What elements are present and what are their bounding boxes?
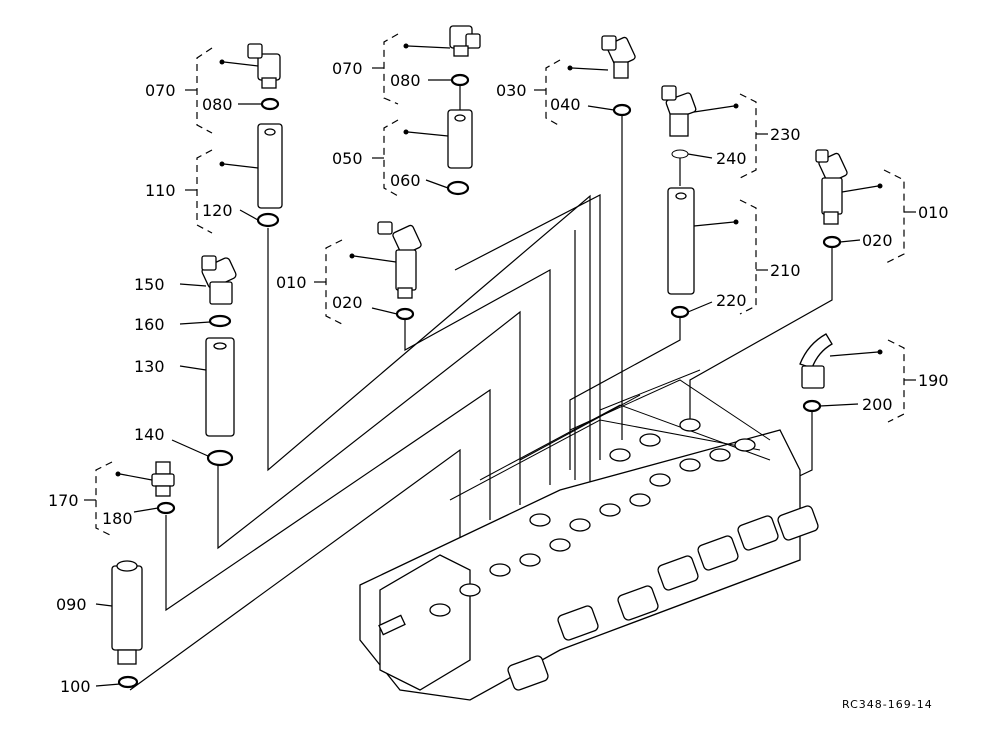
o-ring-040 bbox=[612, 103, 632, 117]
label-070a: 070 bbox=[145, 81, 176, 100]
group-070-050: 070 080 050 060 bbox=[332, 25, 481, 197]
o-ring-080a bbox=[260, 97, 280, 111]
label-010b: 010 bbox=[918, 203, 949, 222]
group-010-center: 010 020 bbox=[276, 221, 422, 325]
group-150-130: 150 160 130 140 bbox=[134, 255, 237, 467]
label-220: 220 bbox=[716, 291, 747, 310]
label-080a: 080 bbox=[202, 95, 233, 114]
label-170: 170 bbox=[48, 491, 79, 510]
elbow-fitting-150 bbox=[179, 255, 237, 305]
o-ring-140 bbox=[206, 449, 234, 467]
o-ring-120 bbox=[256, 212, 280, 228]
label-160: 160 bbox=[134, 315, 165, 334]
label-120: 120 bbox=[202, 201, 233, 220]
adapter-170 bbox=[115, 461, 175, 497]
elbow-fitting-070b bbox=[403, 25, 481, 57]
label-080b: 080 bbox=[390, 71, 421, 90]
label-240: 240 bbox=[716, 149, 747, 168]
connection-lines bbox=[129, 116, 833, 691]
o-ring-100 bbox=[117, 675, 139, 689]
group-010-right: 010 020 bbox=[815, 149, 949, 265]
group-170: 170 180 bbox=[48, 461, 176, 537]
label-070b: 070 bbox=[332, 59, 363, 78]
adapter-210 bbox=[667, 187, 739, 295]
group-190: 190 200 bbox=[799, 333, 949, 423]
elbow-fitting-030 bbox=[567, 35, 636, 79]
group-090: 090 100 bbox=[56, 560, 143, 696]
label-040: 040 bbox=[550, 95, 581, 114]
label-230: 230 bbox=[770, 125, 801, 144]
label-140: 140 bbox=[134, 425, 165, 444]
spool-ends bbox=[507, 505, 819, 691]
label-020b: 020 bbox=[862, 231, 893, 250]
group-230-210: 230 240 210 220 bbox=[661, 85, 801, 319]
group-030: 030 040 bbox=[496, 35, 636, 127]
drawing-code: RC348-169-14 bbox=[842, 698, 933, 711]
label-150: 150 bbox=[134, 275, 165, 294]
label-060: 060 bbox=[390, 171, 421, 190]
o-ring-220 bbox=[670, 305, 690, 319]
o-ring-160 bbox=[208, 314, 232, 328]
label-030: 030 bbox=[496, 81, 527, 100]
label-200: 200 bbox=[862, 395, 893, 414]
elbow-fitting-190 bbox=[799, 333, 883, 389]
pressure-switch-010a bbox=[349, 221, 422, 299]
label-010a: 010 bbox=[276, 273, 307, 292]
ports bbox=[378, 418, 756, 636]
solenoid-090 bbox=[95, 560, 143, 665]
label-100: 100 bbox=[60, 677, 91, 696]
label-110: 110 bbox=[145, 181, 176, 200]
control-valve-assembly bbox=[359, 369, 819, 701]
o-ring-180 bbox=[156, 501, 176, 515]
o-ring-200 bbox=[802, 399, 822, 413]
elbow-fitting-230 bbox=[661, 85, 739, 137]
o-ring-060 bbox=[446, 180, 470, 196]
label-190: 190 bbox=[918, 371, 949, 390]
label-210: 210 bbox=[770, 261, 801, 280]
adapter-050 bbox=[403, 109, 473, 169]
o-ring-080b bbox=[450, 73, 470, 87]
group-070-110: 070 080 110 120 bbox=[145, 43, 283, 234]
label-020a: 020 bbox=[332, 293, 363, 312]
backup-ring-240 bbox=[671, 149, 689, 159]
elbow-fitting-070a bbox=[219, 43, 281, 89]
label-130: 130 bbox=[134, 357, 165, 376]
pressure-switch-010b bbox=[815, 149, 883, 225]
o-ring-020a bbox=[395, 307, 415, 321]
adapter-110 bbox=[219, 123, 283, 209]
adapter-130 bbox=[179, 337, 235, 437]
label-090: 090 bbox=[56, 595, 87, 614]
label-180: 180 bbox=[102, 509, 133, 528]
o-ring-020b bbox=[822, 235, 842, 249]
label-050: 050 bbox=[332, 149, 363, 168]
